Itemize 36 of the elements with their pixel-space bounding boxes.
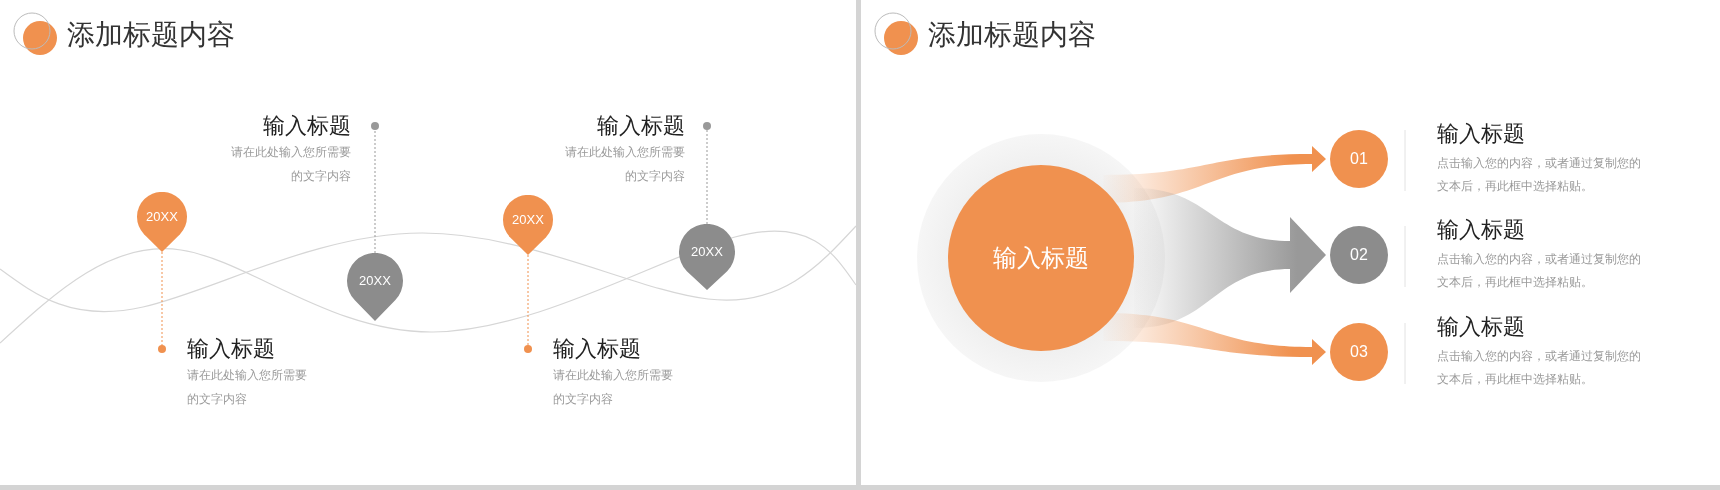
item-description: 点击输入您的内容，或者通过复制您的文本后，再此框中选择粘贴。 xyxy=(1437,251,1642,291)
item-heading: 输入标题 xyxy=(1437,216,1525,244)
item-description: 点击输入您的内容，或者通过复制您的文本后，再此框中选择粘贴。 xyxy=(1437,155,1642,195)
item-heading: 输入标题 xyxy=(187,335,275,363)
number-circle xyxy=(1330,226,1388,284)
item-heading: 输入标题 xyxy=(1437,120,1525,148)
year-label: 20XX xyxy=(358,273,392,289)
year-label: 20XX xyxy=(145,209,179,225)
map-pin xyxy=(137,192,187,252)
item-heading: 输入标题 xyxy=(1437,313,1525,341)
arrow xyxy=(1103,313,1326,365)
item-description: 请在此处输入您所需要的文字内容 xyxy=(187,367,308,408)
item-heading: 输入标题 xyxy=(263,112,351,140)
map-pin xyxy=(347,253,403,321)
item-heading: 输入标题 xyxy=(597,112,685,140)
main-heading: 输入标题 xyxy=(992,243,1090,273)
map-pin xyxy=(503,195,553,255)
slide-title: 添加标题内容 xyxy=(928,18,1096,52)
year-label: 20XX xyxy=(511,212,545,228)
slide-title: 添加标题内容 xyxy=(67,18,235,52)
year-label: 20XX xyxy=(690,244,724,260)
leader-line xyxy=(158,251,166,353)
step-number: 01 xyxy=(1349,149,1369,169)
number-circle xyxy=(1330,323,1388,381)
leader-line xyxy=(703,122,711,225)
item-description: 请在此处输入您所需要的文字内容 xyxy=(564,144,685,185)
item-description: 请在此处输入您所需要的文字内容 xyxy=(230,144,351,185)
step-number: 03 xyxy=(1349,342,1369,362)
item-description: 点击输入您的内容，或者通过复制您的文本后，再此框中选择粘贴。 xyxy=(1437,348,1642,388)
map-pin xyxy=(679,224,735,290)
item-description: 请在此处输入您所需要的文字内容 xyxy=(553,367,674,408)
leader-line xyxy=(524,254,532,353)
item-heading: 输入标题 xyxy=(553,335,641,363)
number-circle xyxy=(1330,130,1388,188)
step-number: 02 xyxy=(1349,245,1369,265)
leader-line xyxy=(371,122,379,254)
